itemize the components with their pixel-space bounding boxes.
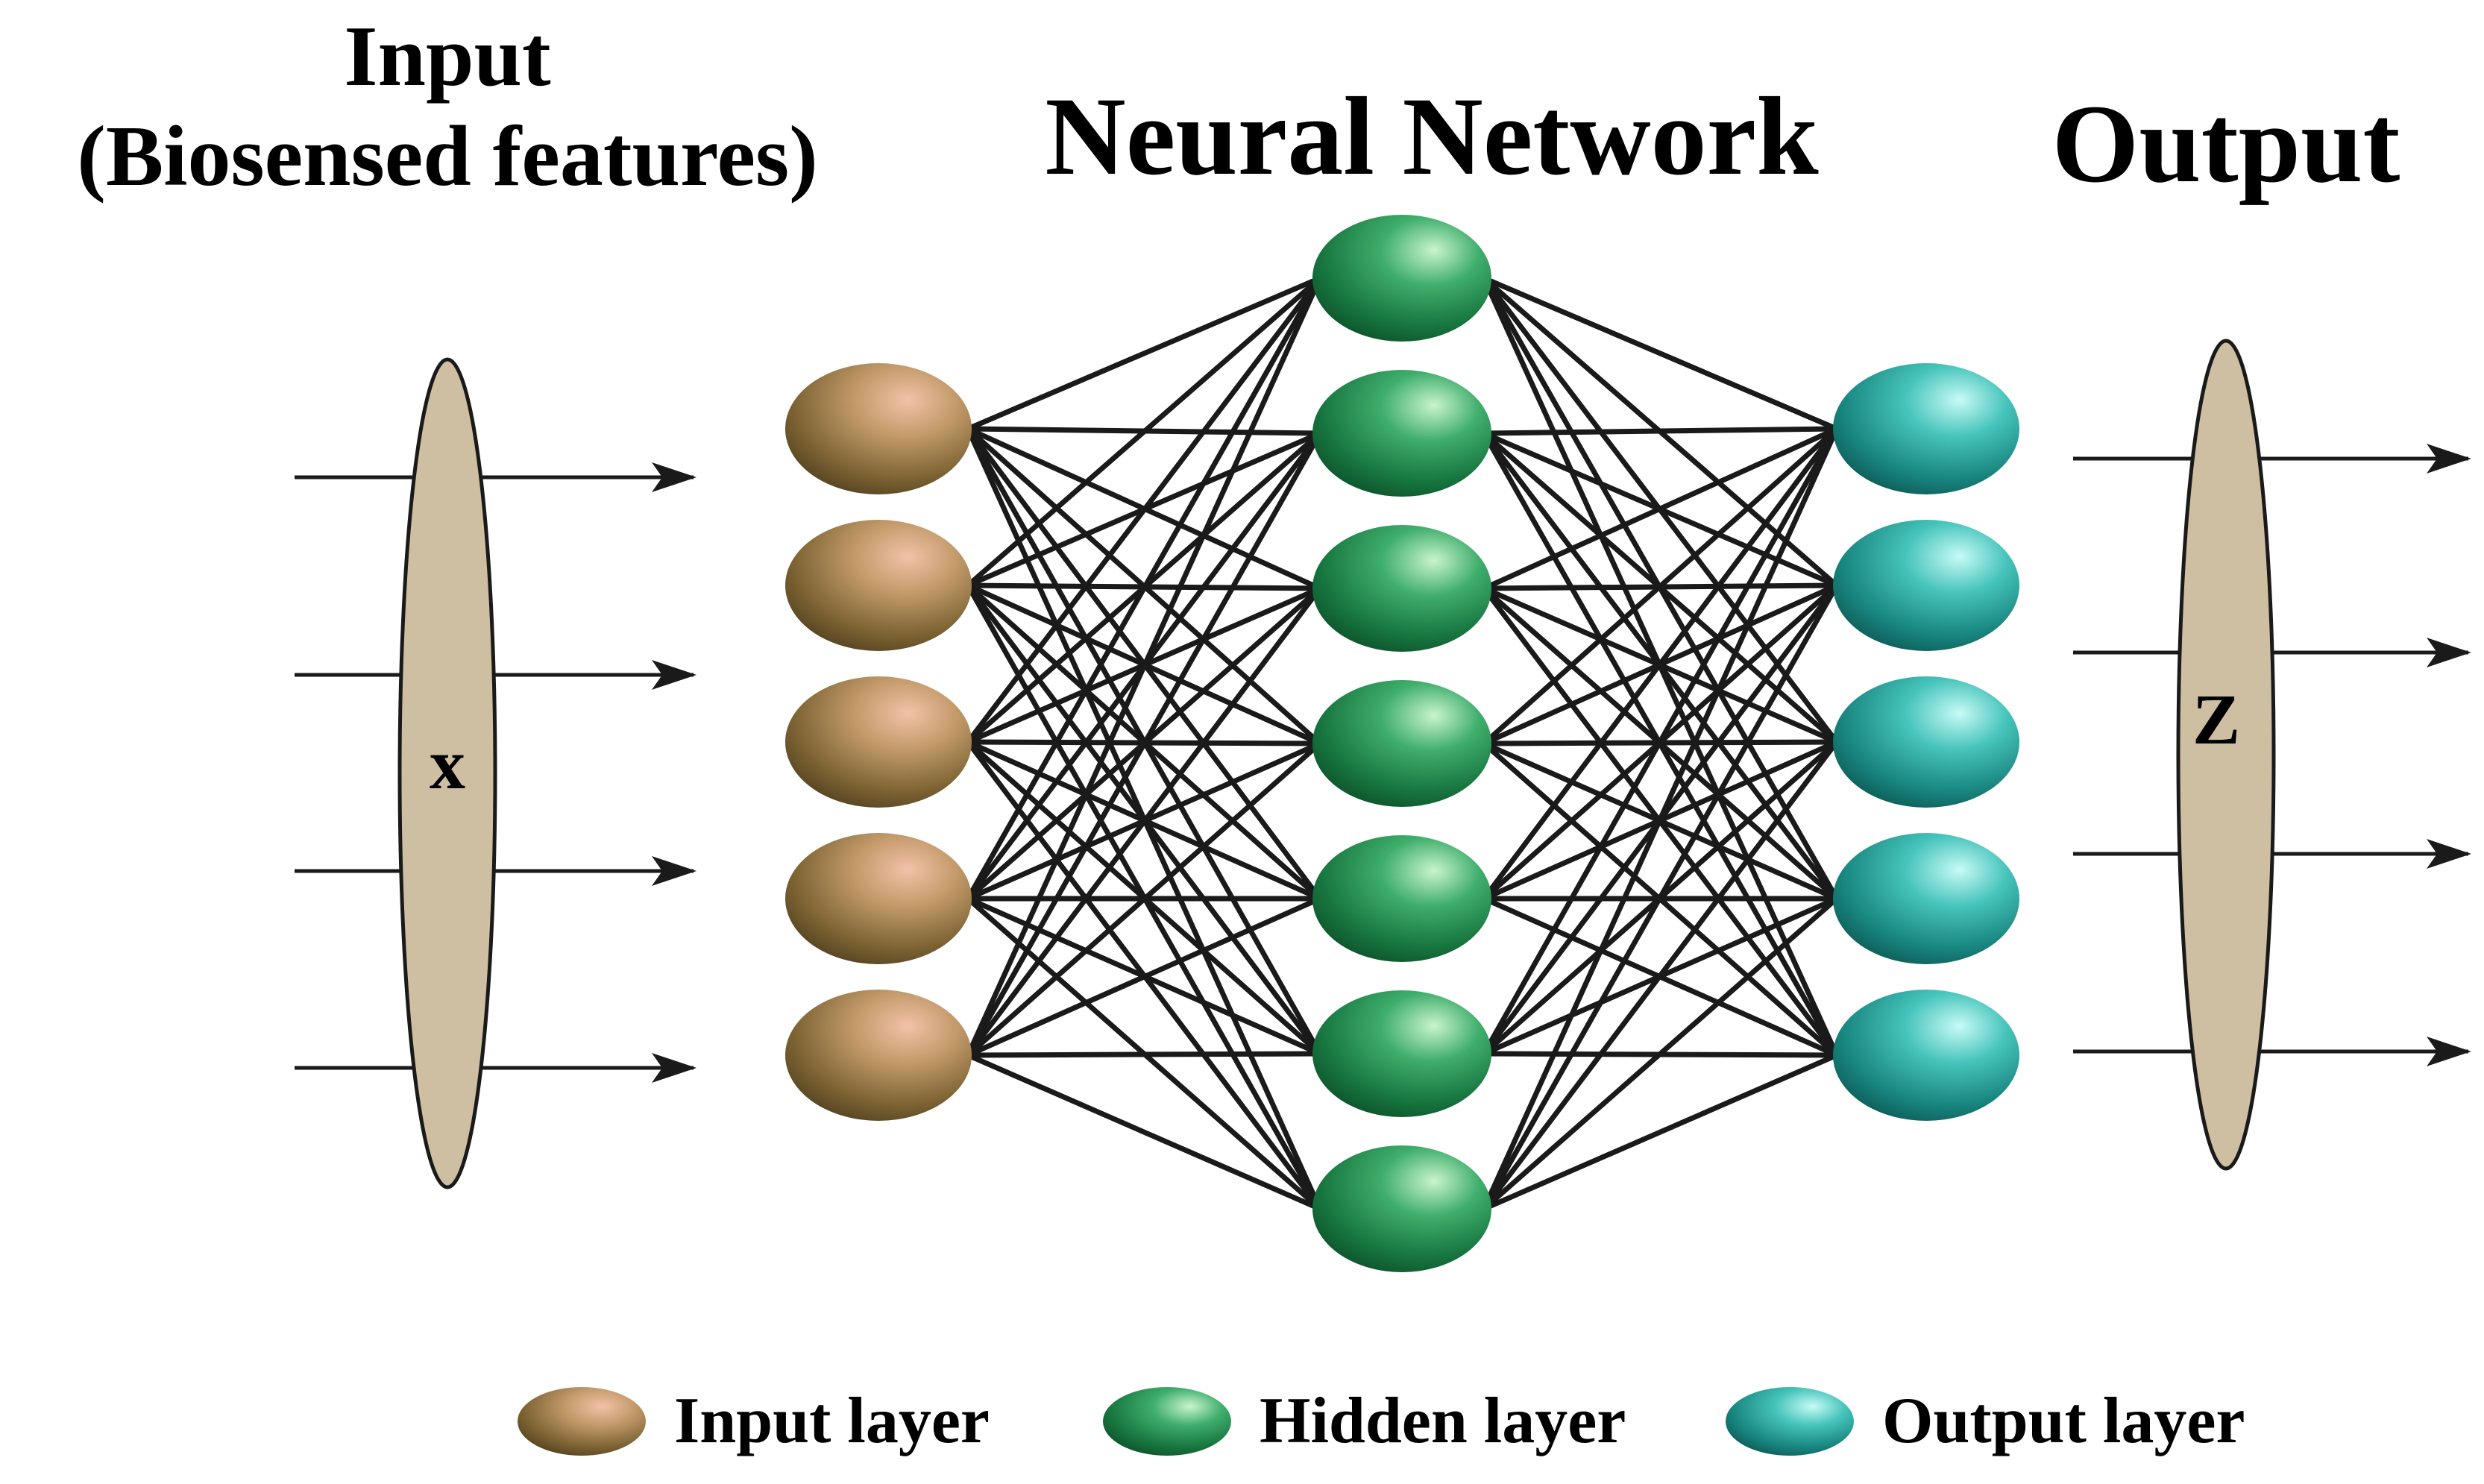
hidden-layer-node-7 [1312,1145,1491,1272]
input-heading-line2: (Biosensed features) [77,109,818,204]
connection-line [966,586,1322,1057]
output-layer-node-1 [1833,363,2019,494]
input-layer-node-1 [785,363,972,494]
connection-line [966,896,1321,1058]
connection-line [966,276,1322,744]
connection-line [967,1051,1321,1058]
connection-line [1481,427,1840,1055]
hidden-layer-node-4 [1312,680,1491,807]
input-lens-label: x [430,724,465,804]
output-layer-node-4 [1833,833,2019,964]
output-heading: Output [2051,82,2400,206]
connection-line [1482,896,1839,1211]
output-layer-node-5 [1833,990,2019,1121]
connection-line [965,277,1323,900]
output-layer-node-3 [1833,676,2019,808]
input-layer-node-2 [785,520,972,651]
connection-line [1483,426,1837,436]
connection-line [1482,427,1839,901]
input-lens [397,357,497,1189]
connection-line [966,741,1322,1057]
connection-line [966,275,1321,432]
connection-lines [965,275,1840,1212]
network-heading: Neural Network [1045,75,1819,198]
connection-line [965,277,1323,1057]
hidden-layer-node-6 [1312,990,1491,1117]
input-layer-node-5 [785,990,972,1121]
connection-line [966,276,1322,588]
output-lens-label: Z [2192,679,2241,759]
hidden-layer-node-5 [1312,835,1491,962]
connection-line [1482,426,1838,591]
connection-line [966,1052,1321,1212]
connection-line [965,432,1323,1057]
output-layer-nodes [1833,363,2019,1121]
connection-line [1481,427,1840,1210]
input-heading: Input (Biosensed features) [77,0,817,200]
input-layer-node-4 [785,833,972,964]
input-layer-node-3 [785,676,972,808]
input-layer-nodes [785,363,972,1121]
connection-line [1481,584,1840,1210]
input-heading-line1: Input [344,9,551,104]
connection-line [1482,427,1839,746]
hidden-layer-nodes [1312,215,1491,1272]
hidden-layer-node-3 [1312,525,1491,652]
connection-line [1482,740,1839,1211]
output-lens [2176,339,2276,1171]
output-layer-node-2 [1833,520,2019,651]
hidden-layer-node-1 [1312,215,1491,342]
connection-line [1482,275,1838,432]
hidden-layer-node-2 [1312,370,1491,497]
connection-line [1482,1052,1838,1212]
